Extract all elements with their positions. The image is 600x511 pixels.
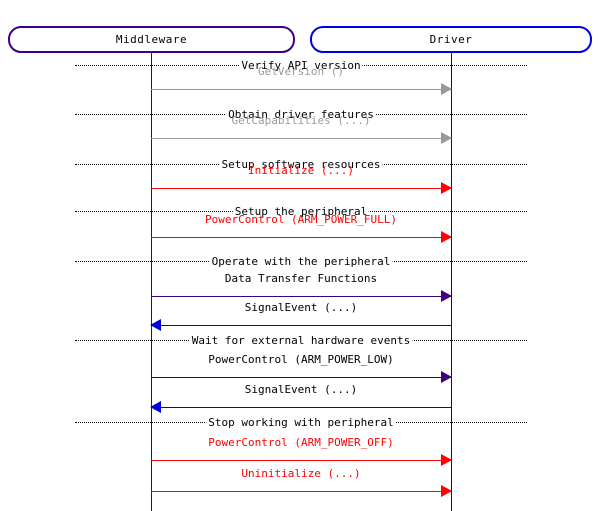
message-arrowhead-icon <box>441 231 452 243</box>
message-arrow[interactable]: Uninitialize (...) <box>151 462 452 497</box>
message-arrowhead-icon <box>441 290 452 302</box>
separator-row: Obtain driver features <box>75 108 527 122</box>
message-arrow[interactable]: PowerControl (ARM_POWER_LOW) <box>151 348 452 383</box>
message-line <box>151 407 451 408</box>
participant-label-middleware: Middleware <box>115 33 188 46</box>
message-line <box>151 460 451 461</box>
message-arrowhead-icon <box>441 485 452 497</box>
message-arrow[interactable]: Initialize (...) <box>151 159 452 194</box>
message-arrow[interactable]: SignalEvent (...) <box>150 378 451 413</box>
message-line <box>151 138 451 139</box>
separator-caption: Wait for external hardware events <box>189 334 413 348</box>
lifeline-driver <box>451 53 452 511</box>
message-label: PowerControl (ARM_POWER_LOW) <box>208 353 394 366</box>
separator-row: Setup software resources <box>75 158 527 172</box>
message-line <box>151 377 451 378</box>
participant-box-middleware[interactable]: Middleware <box>8 26 295 53</box>
separator-row: Stop working with peripheral <box>75 416 527 430</box>
message-line <box>151 491 451 492</box>
separator-row: Setup the peripheral <box>75 205 527 219</box>
message-label: Data Transfer Functions <box>224 272 378 285</box>
message-line <box>151 89 451 90</box>
message-label: SignalEvent (...) <box>244 301 358 314</box>
separator-caption: Obtain driver features <box>226 108 376 122</box>
participant-box-driver[interactable]: Driver <box>310 26 592 53</box>
separator-caption: Setup the peripheral <box>232 205 370 219</box>
separator-row: Operate with the peripheral <box>75 255 527 269</box>
separator-caption: Verify API version <box>239 59 363 73</box>
message-arrow[interactable]: PowerControl (ARM_POWER_OFF) <box>151 431 452 466</box>
participant-label-driver: Driver <box>429 33 473 46</box>
message-label: GetVersion () <box>257 65 345 78</box>
message-line <box>151 296 451 297</box>
message-label: SignalEvent (...) <box>244 383 358 396</box>
message-arrowhead-icon <box>150 401 161 413</box>
separator-caption: Operate with the peripheral <box>209 255 393 269</box>
message-arrow[interactable]: PowerControl (ARM_POWER_FULL) <box>151 208 452 243</box>
message-arrow[interactable]: GetCapabilities (...) <box>151 109 452 144</box>
separator-row: Verify API version <box>75 59 527 73</box>
message-arrowhead-icon <box>441 83 452 95</box>
message-arrow[interactable]: Data Transfer Functions <box>151 267 452 302</box>
separator-row: Wait for external hardware events <box>75 334 527 348</box>
message-label: PowerControl (ARM_POWER_FULL) <box>204 213 398 226</box>
separator-caption: Stop working with peripheral <box>206 416 396 430</box>
separator-caption: Setup software resources <box>219 158 383 172</box>
message-line <box>151 188 451 189</box>
message-label: Initialize (...) <box>248 164 354 177</box>
message-label: Uninitialize (...) <box>241 467 361 480</box>
message-arrowhead-icon <box>150 319 161 331</box>
lifeline-middleware <box>151 53 152 511</box>
message-arrowhead-icon <box>441 371 452 383</box>
message-line <box>151 325 451 326</box>
message-label: PowerControl (ARM_POWER_OFF) <box>208 436 394 449</box>
message-arrowhead-icon <box>441 182 452 194</box>
message-arrowhead-icon <box>441 454 452 466</box>
message-arrow[interactable]: SignalEvent (...) <box>150 296 451 331</box>
message-arrow[interactable]: GetVersion () <box>151 60 452 95</box>
message-label: GetCapabilities (...) <box>231 114 371 127</box>
message-arrowhead-icon <box>441 132 452 144</box>
message-line <box>151 237 451 238</box>
